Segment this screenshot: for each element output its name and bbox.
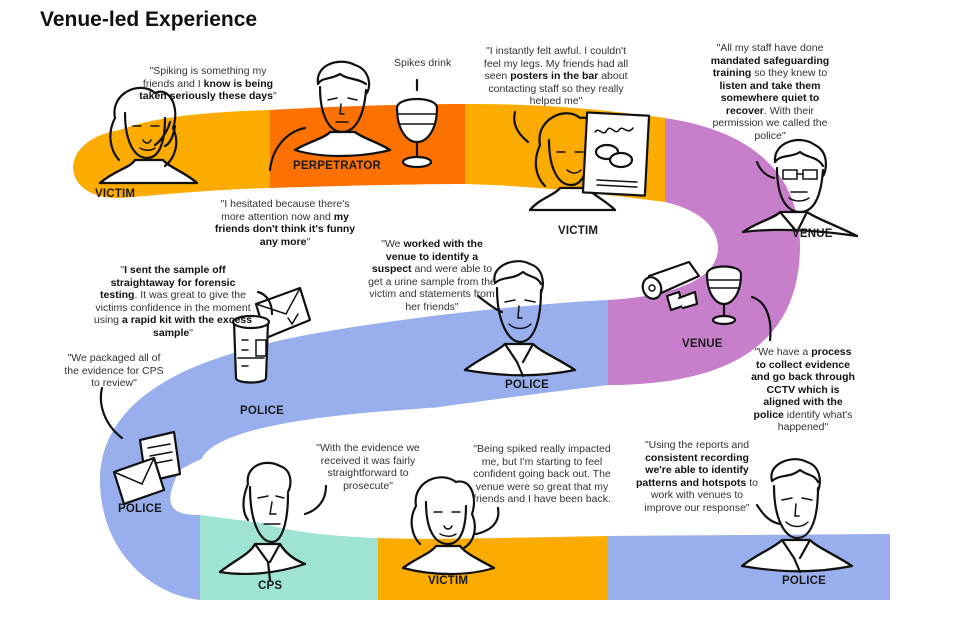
prosecutor-portrait-icon: [218, 461, 307, 582]
quote-victim-1: "Spiking is something my friends and I k…: [138, 65, 278, 103]
quote-police-1: "We worked with the venue to identify a …: [368, 238, 496, 313]
speech-pointer: [750, 295, 772, 342]
role-label-police: POLICE: [782, 575, 827, 587]
speech-pointer: [513, 110, 530, 144]
quote-police-2: "I sent the sample off straightaway for …: [92, 264, 254, 339]
quote-emphasis: I sent the sample off straightaway for f…: [100, 264, 236, 301]
quote-text: "We have a: [754, 346, 812, 358]
evidence-documents-envelope-icon: [112, 430, 182, 506]
role-label-police: POLICE: [118, 503, 163, 515]
speech-pointer: [476, 294, 504, 314]
role-label-venue: VENUE: [682, 338, 723, 350]
path-segment-venue: [608, 118, 800, 385]
speech-pointer: [474, 506, 500, 536]
speech-pointer: [153, 120, 172, 147]
quote-text: ": [120, 264, 125, 276]
quote-victim-2: "I instantly felt awful. I couldn't feel…: [478, 45, 634, 108]
quote-emphasis: listen and take them somewhere quiet to …: [719, 79, 821, 117]
venue-manager-glasses-icon: [741, 138, 859, 238]
quote-text: ": [306, 235, 311, 248]
speech-pointer: [755, 160, 776, 180]
quote-venue-2: "We have a process to collect evidence a…: [750, 346, 856, 434]
quote-cps: "With the evidence we received it was fa…: [306, 442, 430, 492]
quote-text: identify what's happened": [777, 408, 853, 434]
quote-text: "With the evidence we received it was fa…: [316, 442, 420, 492]
quote-text: "I hesitated because there's more attent…: [220, 198, 350, 223]
path-inner-gap: [199, 385, 609, 539]
quote-text: ": [272, 90, 277, 102]
role-label-victim: VICTIM: [428, 575, 469, 587]
role-label-victim: VICTIM: [95, 188, 136, 200]
quote-text: "Spiking is something my friends and I: [142, 65, 267, 90]
woman-with-poster-icon: [528, 111, 651, 212]
quote-emphasis: a rapid kit with the excess sample: [121, 314, 253, 339]
quote-text: . It was great to give the victims confi…: [93, 289, 251, 326]
spiked-drink-icon: [395, 78, 439, 169]
quote-text: . With their permission we called the po…: [712, 104, 828, 142]
page-title: Venue-led Experience: [40, 8, 258, 31]
quote-text: "Being spiked really impacted me, but I'…: [473, 443, 611, 505]
speech-pointer: [256, 290, 274, 316]
quote-emphasis: my friends don't think it's funny any mo…: [214, 210, 356, 248]
quote-emphasis: worked with the venue to identify a susp…: [371, 238, 483, 275]
speech-pointer: [99, 386, 124, 440]
quote-emphasis: process to collect evidence and go back …: [751, 346, 855, 421]
quote-police-4: "Using the reports and consistent record…: [632, 439, 762, 514]
woman-portrait-icon: [401, 476, 496, 576]
role-label-cps: CPS: [258, 580, 283, 592]
role-label-victim: VICTIM: [558, 225, 599, 237]
quote-police-3: "We packaged all of the evidence for CPS…: [62, 352, 166, 390]
quote-victim-3: "Being spiked really impacted me, but I'…: [470, 443, 614, 506]
quote-text: ": [189, 326, 193, 339]
quote-perpetrator: "I hesitated because there's more attent…: [210, 198, 360, 248]
quote-venue-1: "All my staff have done mandated safegua…: [706, 42, 834, 142]
quote-text: "We: [381, 238, 404, 250]
role-label-police: POLICE: [505, 379, 550, 391]
quote-emphasis: know is being taken seriously these days: [139, 77, 274, 103]
quote-emphasis: posters in the bar: [510, 70, 599, 82]
quote-text: so they knew to: [751, 67, 828, 79]
quote-emphasis: mandated safeguarding training: [710, 54, 830, 80]
quote-text: about contacting staff so they really he…: [488, 70, 628, 107]
cctv-camera-and-glass-icon: [641, 260, 743, 326]
quote-text: "I instantly felt awful. I couldn't feel…: [483, 45, 629, 82]
quote-text: "Using the reports and: [644, 439, 750, 451]
police-officer-portrait-icon: [463, 260, 577, 378]
quote-emphasis: consistent recording we're able to ident…: [636, 451, 749, 489]
role-label-perpetrator: PERPETRATOR: [293, 160, 382, 172]
spikes-drink-caption: Spikes drink: [394, 57, 452, 69]
quote-text: "All my staff have done: [716, 42, 824, 54]
quote-text: to work with venues to improve our respo…: [644, 476, 758, 514]
quote-text: "We packaged all of the evidence for CPS…: [64, 352, 164, 389]
role-label-venue: VENUE: [792, 228, 833, 240]
speech-pointer: [268, 126, 307, 172]
police-officer-portrait-icon: [740, 458, 854, 574]
role-label-police: POLICE: [240, 405, 285, 417]
path-segment-victim-1: [73, 110, 270, 199]
man-portrait-icon: [293, 60, 392, 158]
speech-pointer: [303, 484, 328, 516]
quote-text: and were able to get a urine sample from…: [368, 263, 496, 313]
speech-pointer: [755, 503, 782, 526]
